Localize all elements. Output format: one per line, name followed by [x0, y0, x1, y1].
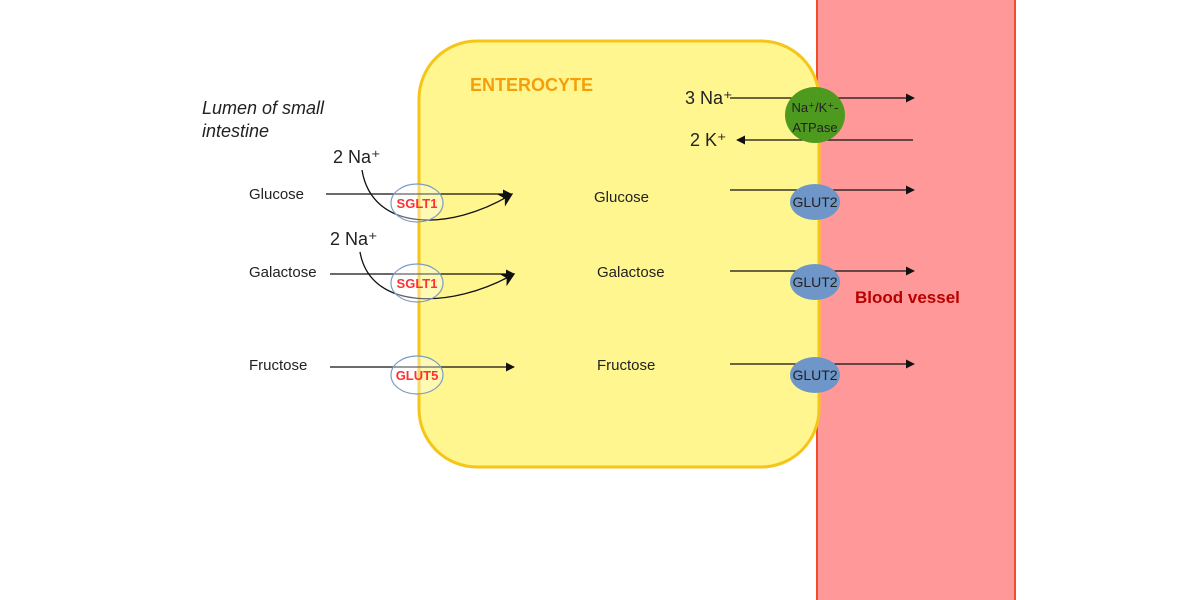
glucose-sodium-cotransport-arrow — [361, 169, 514, 221]
glucose-sodium-label: 2 Na⁺ — [333, 147, 381, 167]
sglt1-transporter-glucose — [390, 183, 444, 223]
galactose-sodium-label: 2 Na⁺ — [330, 229, 378, 249]
sglt1-label-glucose: SGLT1 — [397, 196, 438, 211]
cell-galactose-label: Galactose — [597, 264, 665, 281]
glut2-label-galactose: GLUT2 — [792, 274, 837, 290]
blood-vessel-label: Blood vessel — [855, 288, 960, 307]
glut5-label: GLUT5 — [396, 368, 439, 383]
pump-potassium-label: 2 K⁺ — [690, 130, 727, 150]
na-k-atpase-pump — [785, 87, 845, 143]
lumen-glucose-label: Glucose — [249, 186, 304, 203]
pump-label-line2: ATPase — [792, 120, 837, 135]
pump-label-line1: Na⁺/K⁺- — [792, 100, 839, 115]
glut2-transporter-fructose — [790, 357, 840, 393]
enterocyte-cell — [417, 39, 821, 469]
sglt1-transporter-galactose — [390, 263, 444, 303]
pump-sodium-label: 3 Na⁺ — [685, 88, 733, 108]
glut2-label-glucose: GLUT2 — [792, 194, 837, 210]
glut2-transporter-glucose — [790, 184, 840, 220]
lumen-label-line2: intestine — [202, 121, 269, 141]
glut5-transporter — [390, 355, 444, 395]
blood-vessel — [816, 0, 1016, 600]
lumen-galactose-label: Galactose — [249, 264, 317, 281]
glut2-transporter-galactose — [790, 264, 840, 300]
lumen-fructose-label: Fructose — [249, 357, 307, 374]
cell-glucose-label: Glucose — [594, 189, 649, 206]
glut2-label-fructose: GLUT2 — [792, 367, 837, 383]
sglt1-label-galactose: SGLT1 — [397, 276, 438, 291]
cell-fructose-label: Fructose — [597, 357, 655, 374]
galactose-sodium-cotransport-arrow — [359, 251, 516, 300]
enterocyte-label: ENTEROCYTE — [470, 75, 593, 95]
lumen-label-line1: Lumen of small — [202, 98, 325, 118]
